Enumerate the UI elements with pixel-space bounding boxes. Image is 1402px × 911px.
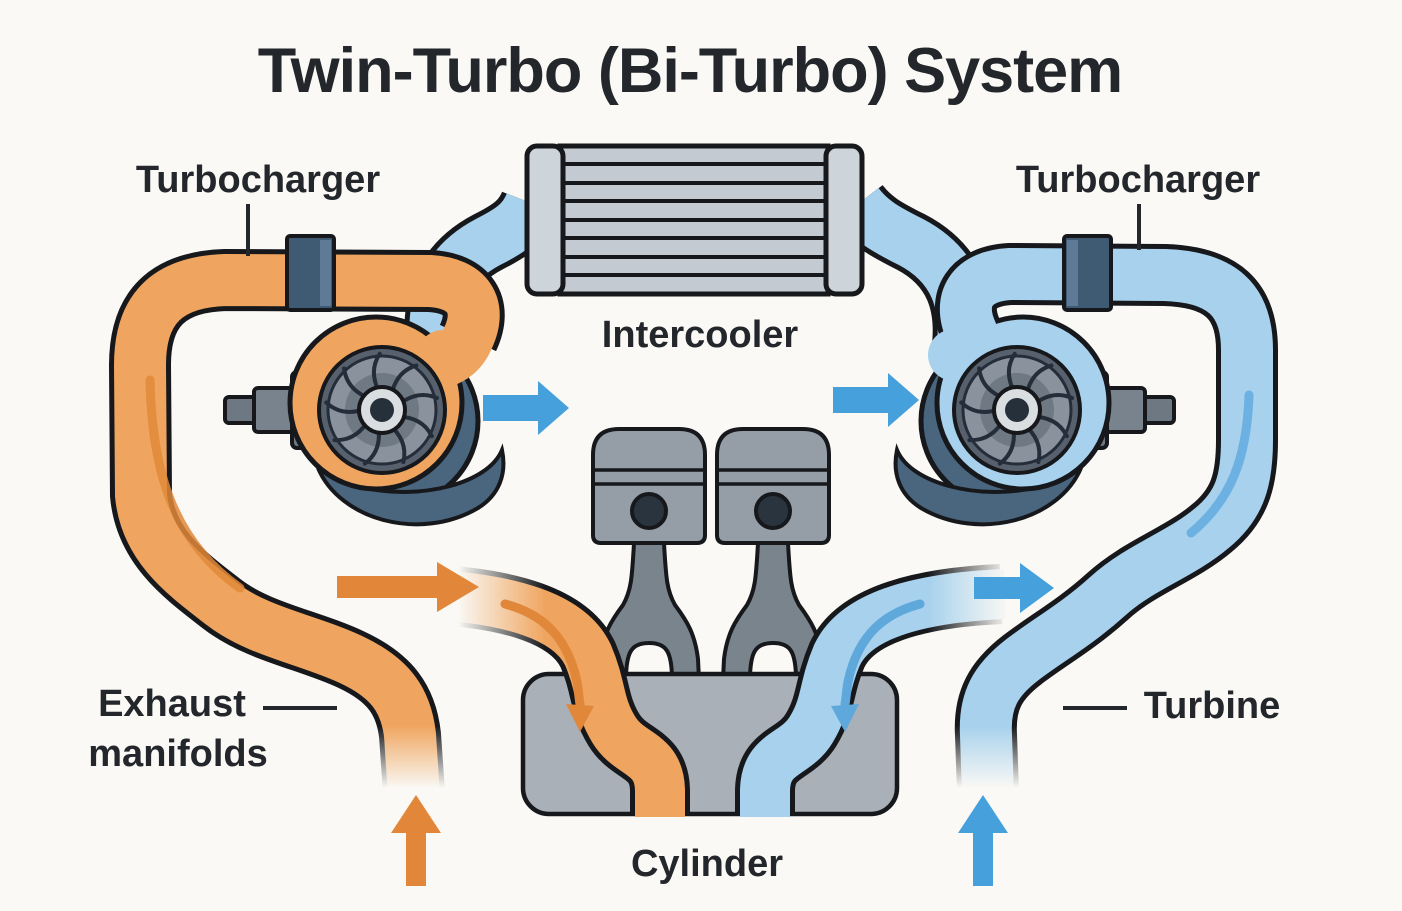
left-turbo-connector-block <box>285 234 336 312</box>
left-intake-pipe <box>404 190 560 366</box>
label-intercooler: Intercooler <box>602 314 799 356</box>
label-turbocharger-right: Turbocharger <box>1016 159 1260 201</box>
intake-flow-curved-arrow <box>831 599 925 732</box>
label-exhaust-manifolds-line2: manifolds <box>88 733 267 775</box>
left-turbocharger <box>108 234 506 798</box>
exhaust-manifold-pipe <box>108 248 505 798</box>
label-turbine: Turbine <box>1144 685 1281 727</box>
intercooler-left-cap <box>524 143 566 297</box>
right-turbocharger <box>893 234 1278 797</box>
page-title: Twin-Turbo (Bi-Turbo) System <box>258 36 1122 106</box>
intercooler-right-cap <box>823 143 865 297</box>
right-turbo-impeller <box>954 347 1080 473</box>
left-turbo-impeller <box>319 347 445 473</box>
leader-lines <box>246 204 1141 710</box>
intercooler <box>524 143 865 297</box>
turbine-pipe <box>928 242 1278 797</box>
exhaust-flow-curved-arrow <box>500 599 594 732</box>
label-turbocharger-left: Turbocharger <box>136 159 380 201</box>
label-exhaust-manifolds-line1: Exhaust <box>98 683 246 725</box>
label-cylinder: Cylinder <box>631 843 783 885</box>
right-turbo-connector-block <box>1062 234 1113 312</box>
